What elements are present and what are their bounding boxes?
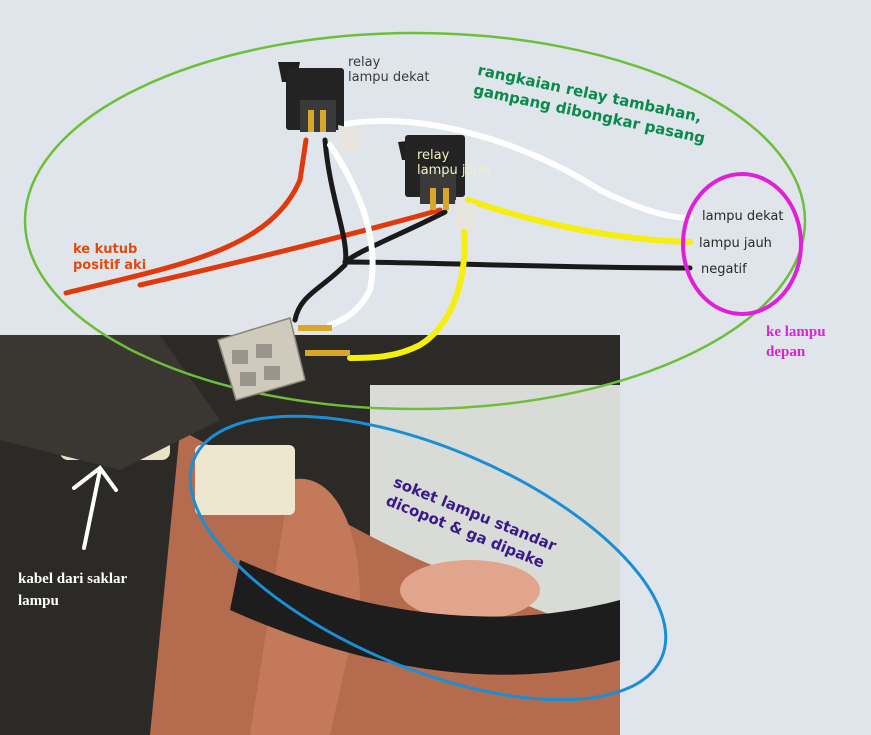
ke-kutub-line1: ke kutub	[73, 242, 138, 257]
ke-kutub-line2: positif aki	[73, 258, 147, 273]
wire-white-upper	[337, 118, 693, 221]
wire-black-negatif	[342, 259, 693, 271]
wire-black-dekat	[292, 137, 349, 323]
wire-red-aki	[63, 137, 309, 296]
relay-jauh-line1: relay	[417, 148, 450, 163]
ke-lampu-line2: depan	[766, 344, 806, 360]
relay-jauh-line2: lampu jauh	[417, 163, 490, 178]
circuit-ellipse	[23, 31, 807, 411]
relay-dekat-label: relay lampu dekat	[348, 55, 429, 85]
ke-lampu-line1: ke lampu	[766, 324, 826, 340]
kabel-line1: kabel dari saklar	[18, 571, 128, 587]
relay-icon	[398, 135, 476, 232]
arrow-up-icon	[72, 465, 118, 550]
lamp-circle	[681, 172, 803, 316]
relay-jauh-label: relay lampu jauh	[417, 148, 490, 178]
relay-dekat-line2: lampu dekat	[348, 70, 430, 85]
ke-lampu-label: ke lampu depan	[766, 322, 826, 362]
wire-red-link	[137, 207, 443, 288]
lampu-jauh-label: lampu jauh	[699, 236, 772, 251]
wire-black-jauh	[342, 209, 448, 265]
ke-kutub-label: ke kutub positif aki	[73, 242, 146, 274]
wire-yellow-soket	[347, 212, 468, 361]
relay-icon	[278, 62, 360, 155]
negatif-label: negatif	[701, 262, 747, 277]
wire-white-lower	[327, 142, 376, 328]
connector-plug-icon	[217, 317, 350, 401]
socket-ellipse	[188, 414, 668, 702]
wire-yellow-lampu	[465, 197, 693, 245]
relay-dekat-line1: relay	[348, 55, 381, 70]
lampu-dekat-label: lampu dekat	[702, 209, 784, 224]
kabel-line2: lampu	[18, 593, 59, 609]
kabel-label: kabel dari saklar lampu	[18, 568, 127, 612]
wires	[63, 118, 693, 361]
